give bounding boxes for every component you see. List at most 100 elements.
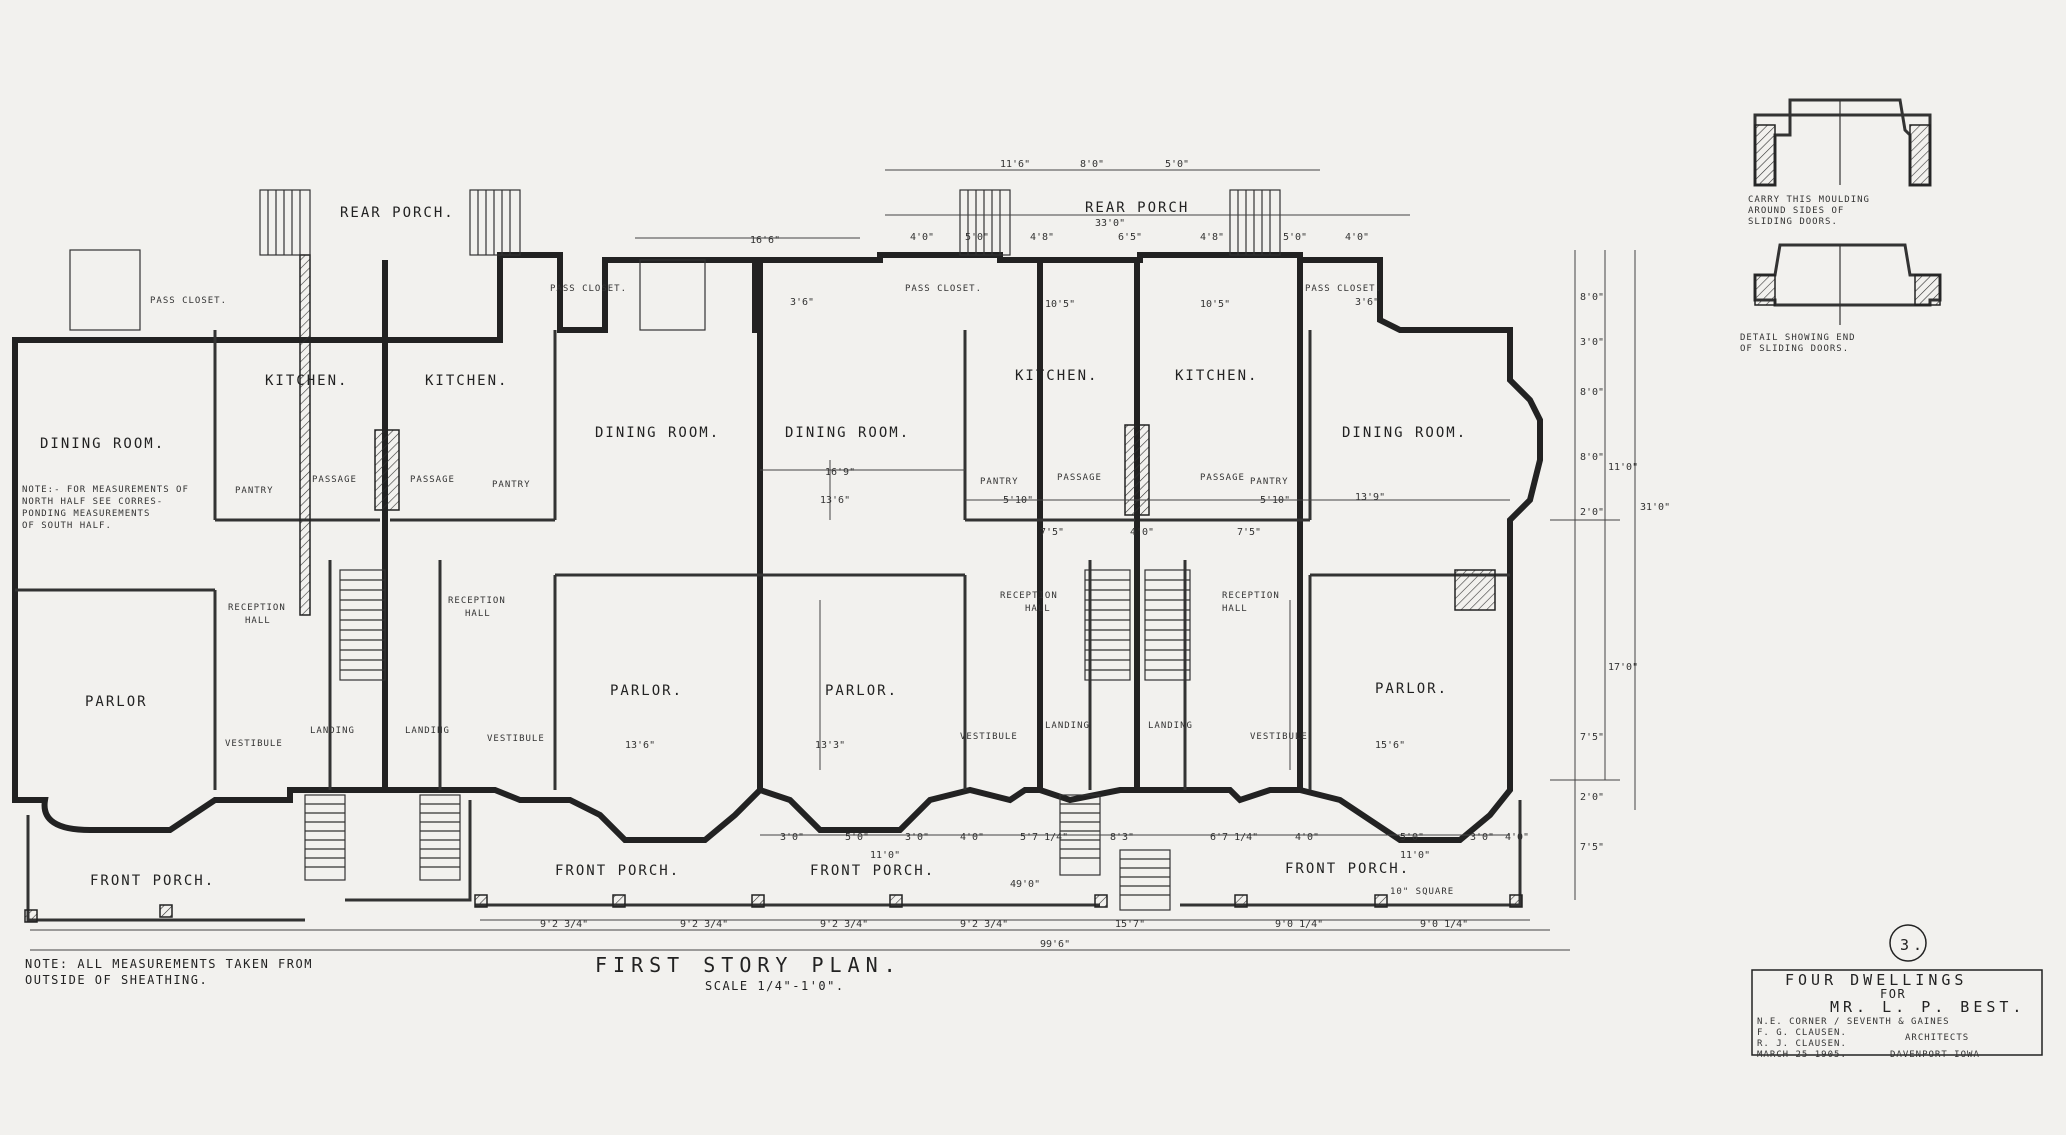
dim-top-9: 6'5" [1118,232,1142,243]
title-line8: MARCH 25 1905. [1757,1050,1847,1060]
pantry-3-label: PANTRY [980,477,1019,487]
pass-closet-4-label: PASS CLOSET. [1305,284,1382,294]
dim-o7: 9'0 1/4" [1420,919,1468,930]
detail2-line1: DETAIL SHOWING END [1740,333,1856,343]
title-block: 3. FOUR DWELLINGS FOR MR. L. P. BEST. N.… [1751,924,2043,1060]
note-left-line2: NORTH HALF SEE CORRES- [22,497,163,507]
dining-room-2-label: DINING ROOM. [595,425,720,441]
dim-r5: 2'0" [1580,507,1604,518]
dim-p3: 15'6" [1375,740,1405,751]
vestibule-2-label: VESTIBULE [487,734,545,744]
title-line5: F. G. CLAUSEN. [1757,1028,1847,1038]
dim-b11: 4'0" [1505,832,1529,843]
plan-title: FIRST STORY PLAN. [595,953,902,977]
dim-b8: 4'0" [1295,832,1319,843]
note-bottom-line1: NOTE: ALL MEASUREMENTS TAKEN FROM [25,957,313,971]
rear-porch-right-label: REAR PORCH [1085,200,1189,216]
dim-b9: 5'0" [1400,832,1424,843]
kitchen-4-label: KITCHEN. [1175,368,1258,384]
dimension-labels: 11'6" 8'0" 5'0" 33'0" 16'6" 4'0" 5'0" 4'… [540,159,1670,950]
stairs [339,569,1191,681]
dim-b3: 3'0" [905,832,929,843]
dim-top-4: 33'0" [1095,218,1125,229]
dim-top-7: 5'0" [965,232,989,243]
moulding-details: CARRY THIS MOULDING AROUND SIDES OF SLID… [1740,98,1942,354]
dim-k3: 3'6" [1355,297,1379,308]
dining-room-1-label: DINING ROOM. [40,436,165,452]
dim-r10: 2'0" [1580,792,1604,803]
reception-4a-label: RECEPTION [1222,591,1280,601]
kitchen-3-label: KITCHEN. [1015,368,1098,384]
detail2-line2: OF SLIDING DOORS. [1740,344,1849,354]
dining-room-3-label: DINING ROOM. [785,425,910,441]
chimneys [299,254,1496,616]
dim-p2: 13'6" [625,740,655,751]
dim-bay1: 49'0" [1010,879,1040,890]
dim-o2: 9'2 3/4" [680,919,728,930]
passage-2-label: PASSAGE [410,475,455,485]
dim-b7: 6'7 1/4" [1210,832,1258,843]
title-block-frame [1751,969,2043,1056]
dim-top-12: 4'0" [1345,232,1369,243]
dim-mid-2: 5'10" [1260,495,1290,506]
dim-top-8: 4'8" [1030,232,1054,243]
dim-mid-1: 5'10" [1003,495,1033,506]
dim-top-6: 4'0" [910,232,934,243]
title-line6: R. J. CLAUSEN. [1757,1039,1847,1049]
dim-b13: 11'0" [1400,850,1430,861]
parlor-2-label: PARLOR. [610,683,683,699]
landing-2-label: LANDING [405,726,450,736]
dim-r7: 31'0" [1640,502,1670,513]
reception-2a-label: RECEPTION [448,596,506,606]
detail1-line1: CARRY THIS MOULDING [1748,195,1870,205]
passage-4-label: PASSAGE [1200,473,1245,483]
dim-b12: 11'0" [870,850,900,861]
reception-1b-label: HALL [245,616,271,626]
dim-b10: 3'0" [1470,832,1494,843]
front-porch-1-label: FRONT PORCH. [90,873,215,889]
note-left-line1: NOTE:- FOR MEASUREMENTS OF [22,485,189,495]
dim-top-5: 16'6" [750,235,780,246]
kitchen-2-label: KITCHEN. [425,373,508,389]
dim-o6: 9'0 1/4" [1275,919,1323,930]
dim-k2: 10'5" [1200,299,1230,310]
interior-walls [15,330,1510,790]
porch-rails [24,800,1523,923]
note-left-line4: OF SOUTH HALF. [22,521,112,531]
dim-d2: 13'9" [1355,492,1385,503]
notes: NOTE:- FOR MEASUREMENTS OF NORTH HALF SE… [22,485,902,993]
dim-d3: 16'9" [825,467,855,478]
dim-mid-4: 4'0" [1130,527,1154,538]
rear-porch-left-label: REAR PORCH. [340,205,455,221]
reception-3a-label: RECEPTION [1000,591,1058,601]
vestibule-1-label: VESTIBULE [225,739,283,749]
passage-1-label: PASSAGE [312,475,357,485]
note-bottom-line2: OUTSIDE OF SHEATHING. [25,973,208,987]
title-line7: ARCHITECTS [1905,1033,1969,1043]
dim-r3: 8'0" [1580,387,1604,398]
porch-steps [69,189,1281,911]
title-line4: N.E. CORNER / SEVENTH & GAINES [1757,1017,1950,1027]
dim-b5: 5'7 1/4" [1020,832,1068,843]
dim-top-3: 5'0" [1165,159,1189,170]
dim-k1: 10'5" [1045,299,1075,310]
dim-top-11: 5'0" [1283,232,1307,243]
plan-scale: SCALE 1/4"-1'0". [705,979,845,993]
reception-2b-label: HALL [465,609,491,619]
dim-p1: 13'3" [815,740,845,751]
pantry-1-label: PANTRY [235,486,274,496]
kitchen-1-label: KITCHEN. [265,373,348,389]
dimension-lines [30,169,1636,951]
dim-mid-3: 7'5" [1040,527,1064,538]
landing-1-label: LANDING [310,726,355,736]
dim-col1: 10" SQUARE [1390,887,1454,897]
dining-room-4-label: DINING ROOM. [1342,425,1467,441]
dim-overall: 99'6" [1040,939,1070,950]
dim-top-10: 4'8" [1200,232,1224,243]
pantry-2-label: PANTRY [492,480,531,490]
sheet-number-circle [1889,924,1927,962]
landing-3-label: LANDING [1045,721,1090,731]
pass-closet-1-label: PASS CLOSET. [150,296,227,306]
passage-3-label: PASSAGE [1057,473,1102,483]
